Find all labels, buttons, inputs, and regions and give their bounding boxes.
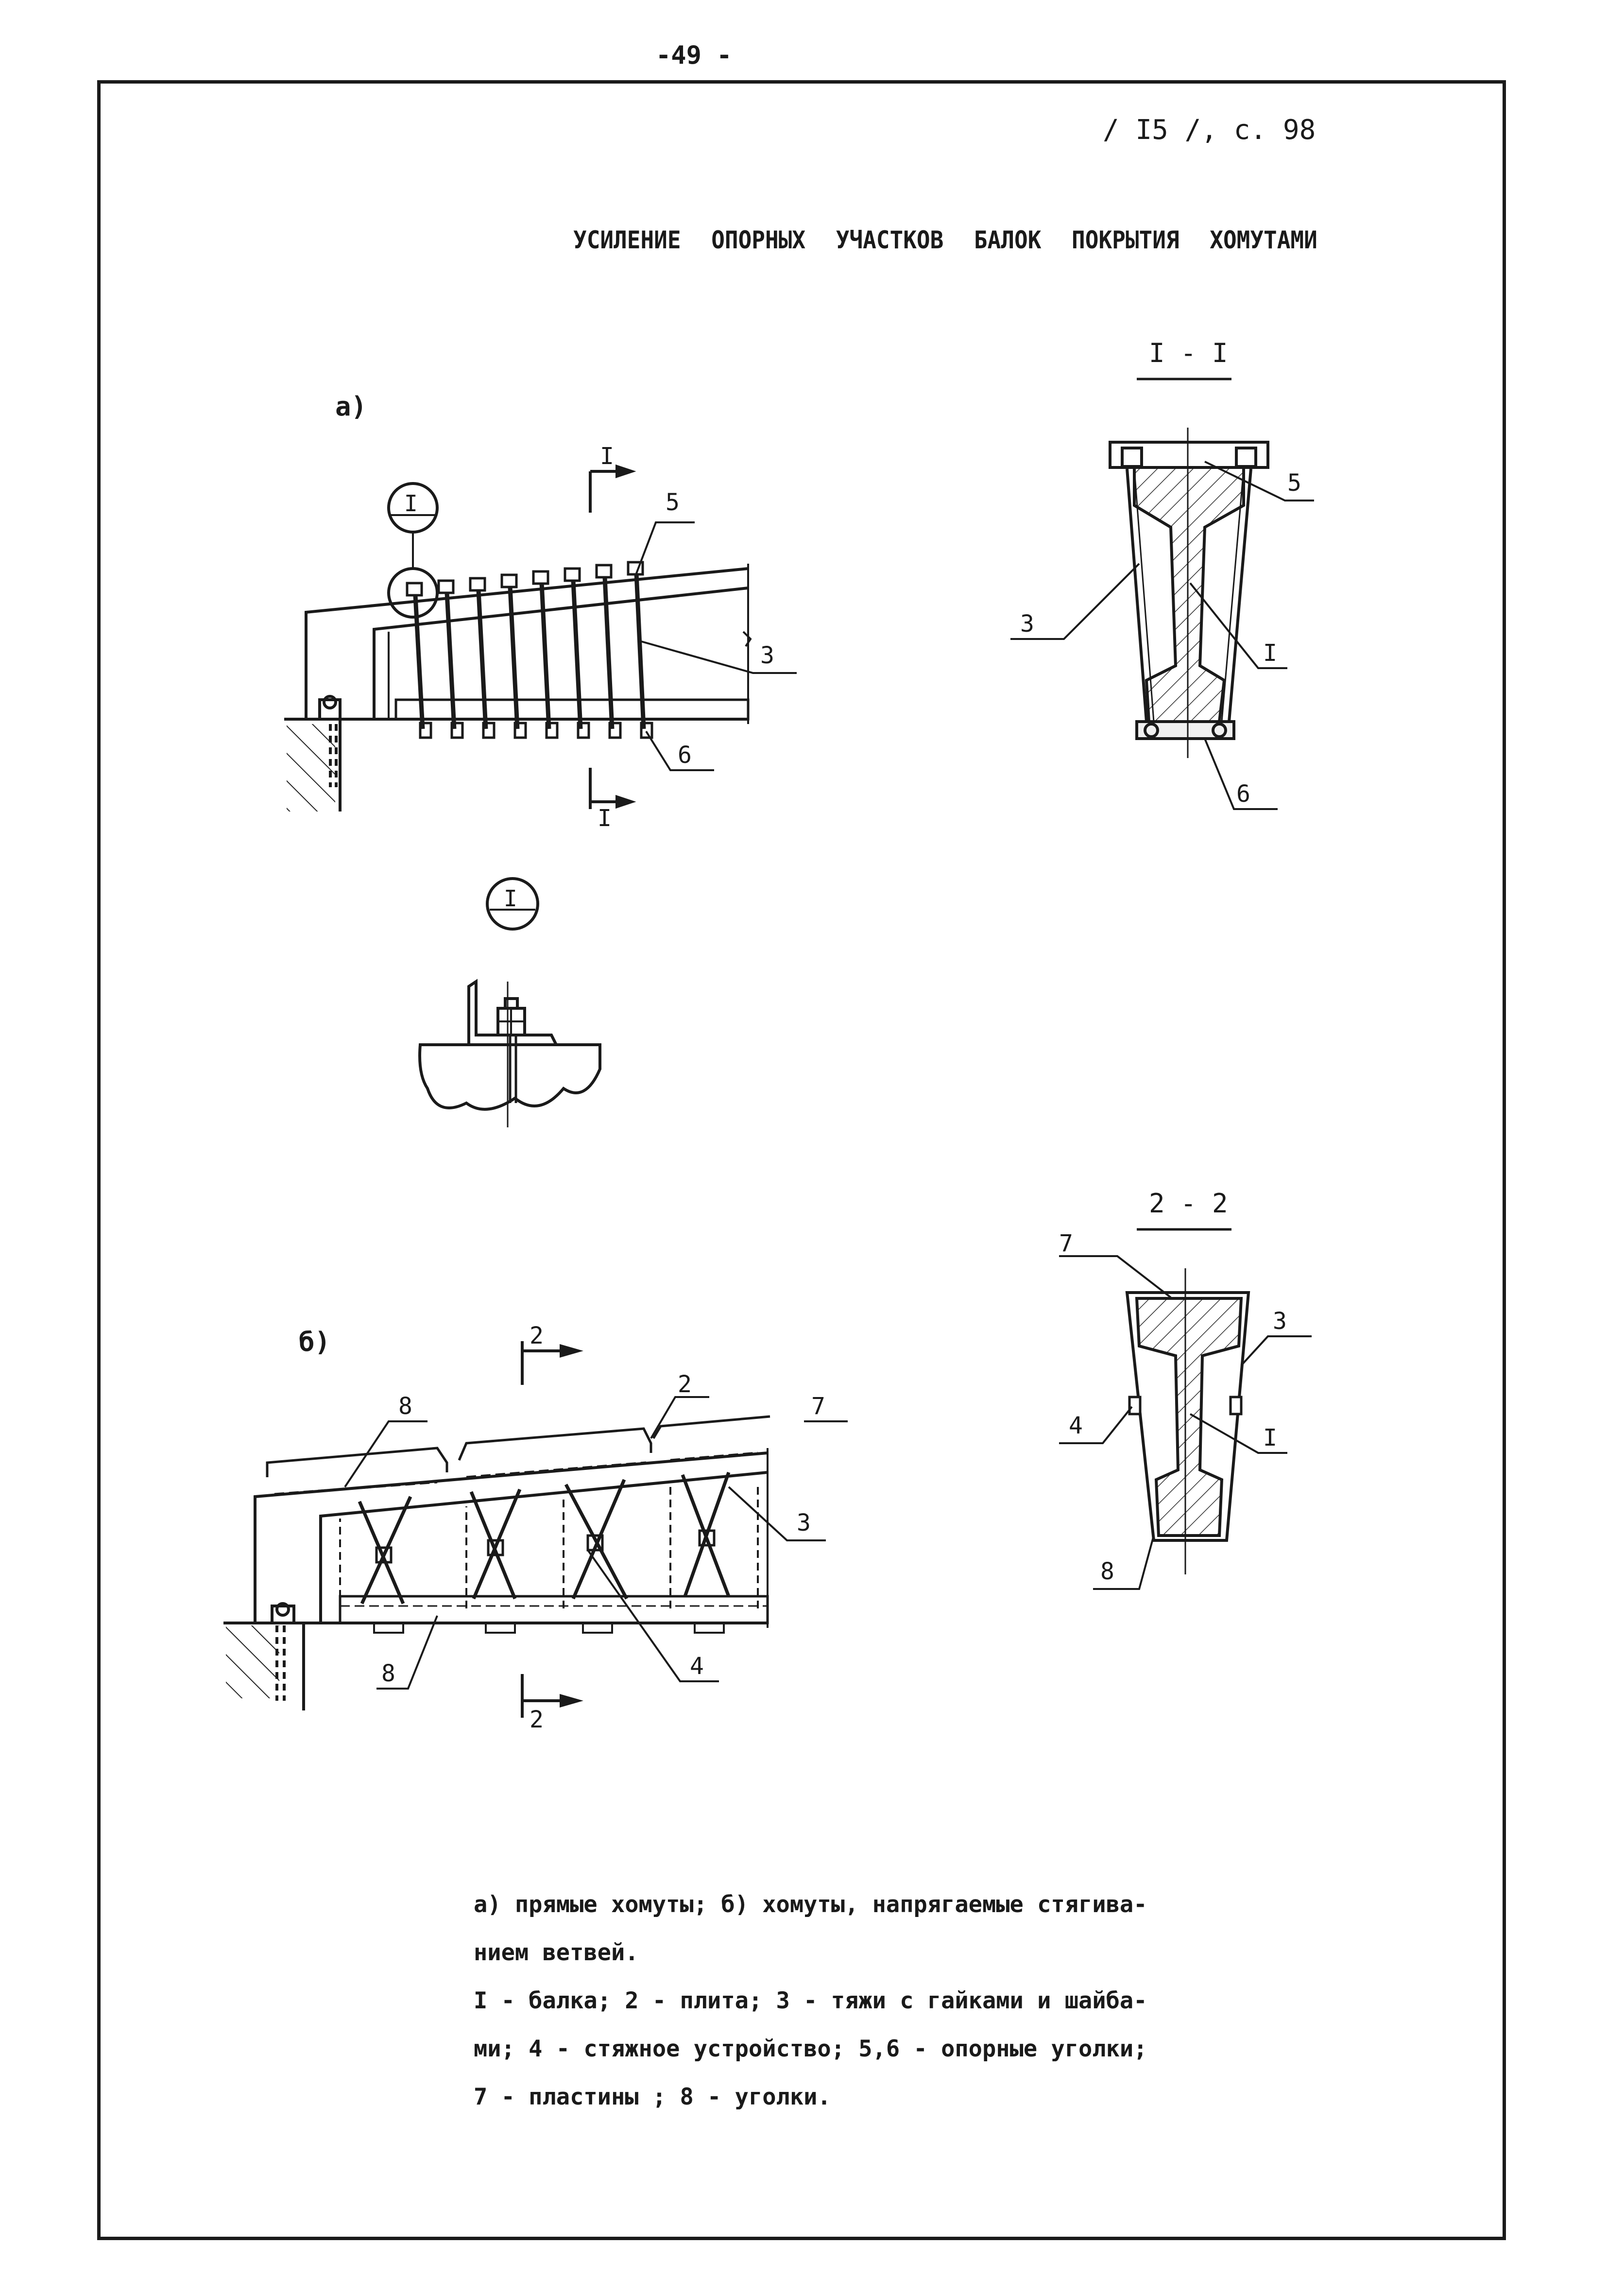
- caption-line: а) прямые хомуты; б) хомуты, напрягаемые…: [474, 1891, 1147, 1918]
- callout-3: 3: [760, 642, 774, 669]
- figure-b: б): [223, 1322, 848, 1733]
- page-number: -49 -: [656, 41, 732, 70]
- section-mark-bottom: I: [598, 805, 612, 832]
- caption-line: I - балка; 2 - плита; 3 - тяжи с гайками…: [474, 1987, 1147, 2014]
- section-1-callout-1: I: [1263, 639, 1277, 667]
- section-mark-top: I: [600, 443, 614, 470]
- caption-line: ми; 4 - стяжное устройство; 5,6 - опорны…: [474, 2036, 1147, 2062]
- detail-mark: I: [504, 885, 517, 912]
- detail-i: I: [418, 877, 601, 1127]
- section-2-callout-1: I: [1263, 1424, 1277, 1451]
- section-1-callout-6: 6: [1236, 780, 1250, 808]
- bottom-support-angles: [419, 722, 653, 739]
- source-reference: / I5 /, с. 98: [1103, 114, 1316, 146]
- section-1-title: I - I: [1149, 338, 1228, 368]
- caption-line: 7 - пластины ; 8 - уголки.: [474, 2084, 831, 2110]
- figure-b-label: б): [299, 1327, 330, 1357]
- callout-5: 5: [666, 489, 680, 516]
- figure-a-label: а): [335, 391, 367, 422]
- callout-b-8-top: 8: [398, 1393, 412, 1420]
- section-1-1: I - I 5 3 I 6: [1010, 338, 1314, 810]
- section-2-callout-4: 4: [1069, 1412, 1083, 1439]
- section-mark-2-bottom: 2: [530, 1706, 544, 1733]
- section-2-callout-8: 8: [1100, 1558, 1114, 1585]
- detail-mark-a: I: [404, 490, 418, 517]
- callout-b-2: 2: [678, 1371, 692, 1398]
- callout-6: 6: [678, 742, 692, 769]
- straight-clamps: [413, 573, 646, 729]
- callout-b-8-bottom: 8: [381, 1660, 395, 1687]
- tension-clamps: [358, 1471, 731, 1605]
- section-2-2: 2 - 2 7 3 4 I 8: [1059, 1188, 1312, 1590]
- callout-b-3: 3: [797, 1509, 811, 1536]
- section-1-callout-5: 5: [1287, 469, 1301, 497]
- section-2-callout-7: 7: [1059, 1230, 1073, 1257]
- section-2-callout-3: 3: [1273, 1308, 1287, 1335]
- page-frame: [97, 80, 1506, 2240]
- page-title: УСИЛЕНИЕ ОПОРНЫХ УЧАСТКОВ БАЛОК ПОКРЫТИЯ…: [573, 226, 1317, 254]
- section-2-title: 2 - 2: [1149, 1188, 1228, 1219]
- section-mark-2-top: 2: [530, 1322, 544, 1349]
- section-1-callout-3: 3: [1020, 610, 1034, 638]
- top-support-angles: [406, 561, 644, 597]
- figure-a: а): [284, 391, 797, 832]
- roof-slabs: [266, 1415, 770, 1477]
- caption-line: нием ветвей.: [474, 1939, 639, 1966]
- callout-b-7: 7: [811, 1393, 825, 1420]
- figure-caption: а) прямые хомуты; б) хомуты, напрягаемые…: [474, 1881, 1163, 2121]
- callout-b-4: 4: [690, 1653, 704, 1680]
